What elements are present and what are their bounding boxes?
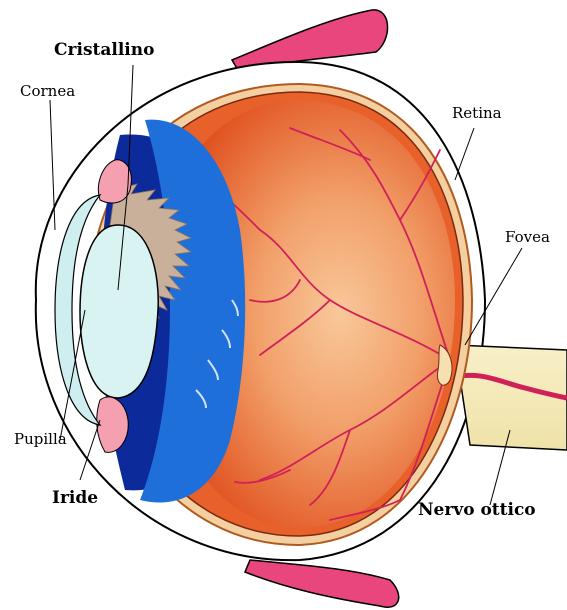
label-cornea: Cornea bbox=[20, 82, 75, 100]
label-pupilla: Pupilla bbox=[14, 430, 67, 448]
bottom-muscle bbox=[245, 560, 399, 607]
optic-nerve bbox=[455, 345, 567, 450]
label-nervo-ottico: Nervo ottico bbox=[418, 500, 536, 520]
label-cristallino: Cristallino bbox=[54, 40, 154, 60]
top-muscle bbox=[232, 10, 388, 70]
label-fovea: Fovea bbox=[505, 228, 550, 246]
label-retina: Retina bbox=[452, 104, 502, 122]
lens bbox=[80, 225, 158, 398]
label-iride: Iride bbox=[52, 488, 98, 508]
